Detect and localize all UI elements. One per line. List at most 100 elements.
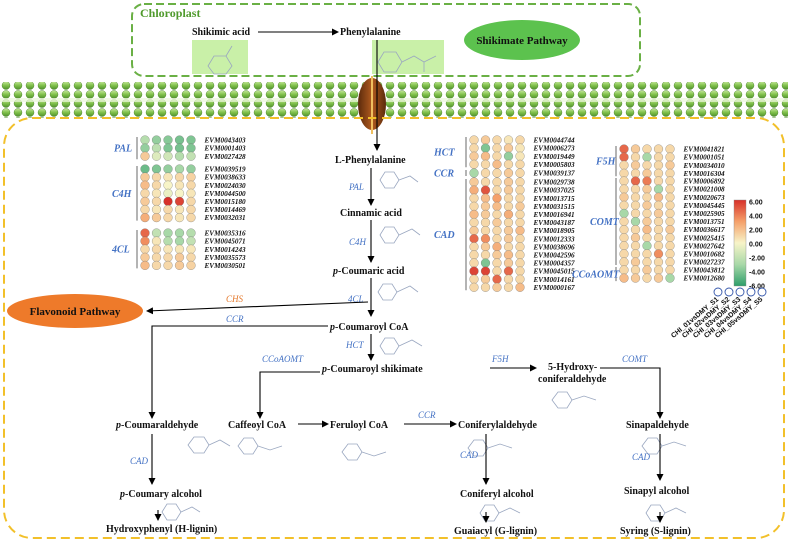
heatmap-cell (163, 135, 173, 145)
heatmap-cell (469, 226, 479, 236)
heatmap-cell (151, 151, 162, 161)
gene-id-label: EVM0014469 (204, 206, 247, 214)
heatmap-cell (515, 234, 525, 244)
heatmap-cell (619, 273, 629, 283)
heatmap-cell (186, 252, 196, 262)
heatmap-cell (151, 143, 162, 153)
heatmap-cell (665, 225, 675, 235)
heatmap-cell (619, 257, 629, 267)
heatmap-cell (503, 151, 514, 161)
heatmap-c4h: EVM0039519EVM0038633EVM0024030EVM0044500… (112, 164, 247, 223)
heatmap-cell (503, 250, 514, 260)
heatmap-cell (480, 151, 491, 161)
phenylalanine-label: Phenylalanine (340, 27, 401, 38)
heatmap-cell (653, 208, 664, 218)
heatmap-cell (619, 192, 629, 202)
heatmap-cell (174, 244, 185, 254)
heatmap-cell (619, 241, 629, 251)
heatmap-cell (665, 152, 675, 162)
heatmap-cell (469, 143, 479, 153)
heatmap-cell (630, 144, 641, 154)
gene-id-label: EVM0043187 (533, 219, 576, 227)
heatmap-cell (665, 208, 675, 218)
heatmap-enzyme-label: PAL (114, 144, 132, 155)
heatmap-cell (480, 177, 491, 187)
heatmap-cell (163, 204, 173, 215)
heatmap-cell (469, 177, 479, 187)
gene-id-label: EVM0027237 (683, 259, 726, 267)
heatmap-cell (140, 151, 150, 161)
heatmap-cell (174, 252, 185, 262)
heatmap-cell (515, 266, 525, 276)
heatmap-cell (492, 274, 502, 284)
heatmap-cell (492, 250, 502, 260)
heatmap-cell (653, 176, 664, 186)
heatmap-cell (174, 228, 185, 238)
gene-id-label: EVM0027428 (204, 153, 247, 161)
heatmap-cell (163, 196, 173, 206)
l-phenylalanine-structure (379, 171, 419, 189)
heatmap-cell (665, 216, 675, 227)
gene-id-label: EVM0016941 (533, 211, 575, 219)
cad-enzyme-label-s: CAD (632, 452, 651, 462)
heatmap-cell (469, 209, 479, 219)
caffeoyl-coa-label: Caffeoyl CoA (228, 420, 287, 431)
gene-id-label: EVM0001403 (204, 145, 247, 153)
heatmap-cell (480, 135, 491, 145)
heatmap-cell (492, 151, 502, 161)
heatmap-cell (492, 177, 502, 187)
heatmap-enzyme-label: HCT (433, 148, 455, 159)
heatmap-cell (140, 204, 150, 215)
heatmap-cell (469, 282, 479, 292)
heatmap-cell (151, 204, 162, 215)
gene-id-label: EVM0018905 (533, 227, 576, 235)
color-scale-tick: 4.00 (749, 214, 763, 221)
heatmap-cell (515, 151, 525, 161)
heatmap-cell (492, 135, 502, 145)
heatmap-cell (630, 233, 641, 243)
gene-id-label: EVM0041821 (683, 146, 725, 154)
heatmap-cell (480, 217, 491, 228)
heatmap-cell (140, 260, 150, 270)
heatmap-cell (515, 185, 525, 195)
heatmap-cell (480, 226, 491, 236)
coniferylaldehyde-label: Coniferylaldehyde (458, 420, 537, 431)
heatmap-cell (469, 250, 479, 260)
heatmap-cell (515, 159, 525, 169)
heatmap-cell (665, 273, 675, 283)
gene-id-label: EVM0039519 (204, 166, 247, 174)
heatmap-cell (642, 208, 652, 218)
s-lignin-label: Syring (S-lignin) (620, 526, 691, 537)
gene-id-label: EVM0014161 (533, 276, 575, 284)
heatmap-cell (630, 192, 641, 202)
heatmap-f5h: EVM0041821EVM0001051EVM0034010EVM0016304… (595, 144, 725, 178)
gene-id-label: EVM0042596 (533, 252, 576, 260)
heatmap-cell (186, 228, 196, 238)
ccoaomt-arrow (256, 371, 320, 419)
gene-id-label: EVM0014243 (204, 246, 247, 254)
heatmap-enzyme-label: CCoAOMT (572, 270, 620, 281)
heatmap-cell (469, 217, 479, 228)
heatmap-cell (492, 209, 502, 219)
heatmap-cell (174, 135, 185, 145)
heatmap-cell (515, 274, 525, 284)
heatmap-cell (174, 213, 185, 223)
heatmap-cell (653, 249, 664, 259)
gene-id-label: EVM0038633 (204, 174, 247, 182)
heatmap-cell (653, 192, 664, 202)
hydroxyconiferaldehyde-structure (551, 391, 597, 409)
heatmap-cell (503, 135, 514, 145)
heatmap-cell (665, 168, 675, 178)
heatmap-cell (630, 168, 641, 178)
heatmap-cell (140, 180, 150, 190)
heatmap-cell (480, 274, 491, 284)
heatmap-cell (642, 265, 652, 275)
heatmap-cell (174, 236, 185, 246)
heatmap-cell (503, 143, 514, 153)
heatmap-cell (492, 234, 502, 244)
heatmap-cell (665, 144, 675, 154)
heatmap-cell (503, 242, 514, 252)
heatmap-cell (140, 172, 150, 182)
